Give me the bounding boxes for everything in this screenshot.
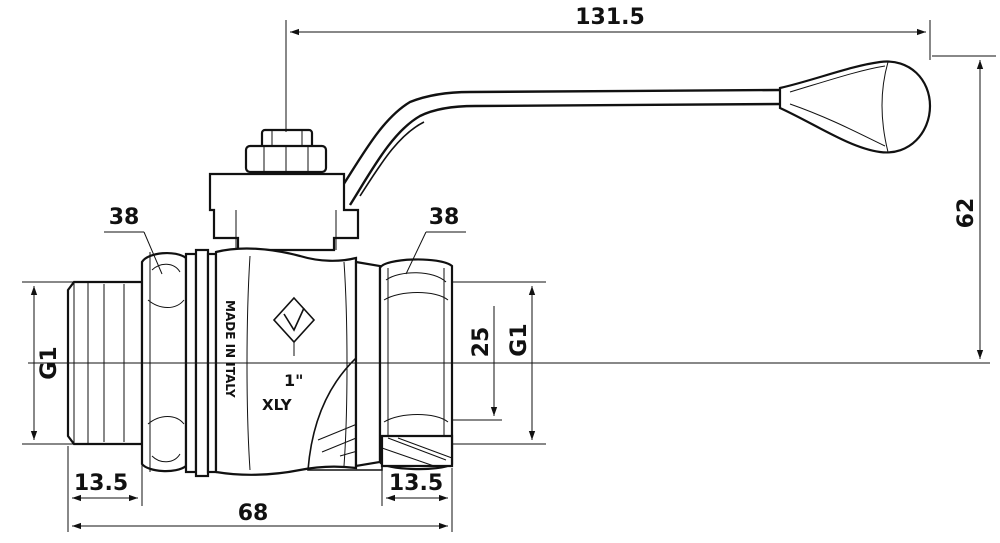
body-length-label: 68 [238, 501, 269, 526]
dimension-thread-left: G1 [22, 281, 74, 445]
left-hex [140, 252, 188, 473]
origin-marking: MADE IN ITALY [223, 300, 237, 398]
dimension-thread-depth-right: 13.5 [381, 468, 453, 532]
brand-logo [272, 296, 316, 356]
valve-body: MADE IN ITALY 1" XLY [214, 247, 383, 476]
code-marking: XLY [262, 396, 293, 414]
bore-label: 25 [469, 327, 494, 358]
thread-right-label: G1 [507, 323, 532, 356]
lever-handle [335, 60, 932, 206]
hex-right-label: 38 [429, 205, 460, 230]
height-label: 62 [954, 198, 979, 229]
handle-base [208, 172, 360, 252]
right-female-end [354, 258, 454, 471]
dimension-height: 62 [932, 55, 996, 359]
dimension-body-length: 68 [72, 501, 448, 530]
thread-depth-left-label: 13.5 [74, 471, 128, 496]
thread-depth-right-label: 13.5 [389, 471, 443, 496]
dimension-thread-right: G1 [452, 281, 546, 445]
dimension-thread-depth-left: 13.5 [67, 446, 143, 532]
dimension-overall-length: 131.5 [285, 5, 931, 132]
thread-left-label: G1 [37, 346, 62, 379]
size-marking: 1" [284, 371, 303, 390]
overall-length-label: 131.5 [575, 5, 645, 30]
dimension-hex-left: 38 [104, 205, 163, 275]
dimension-bore: 25 [452, 306, 502, 421]
hex-left-label: 38 [109, 205, 140, 230]
dimension-hex-right: 38 [405, 205, 466, 275]
